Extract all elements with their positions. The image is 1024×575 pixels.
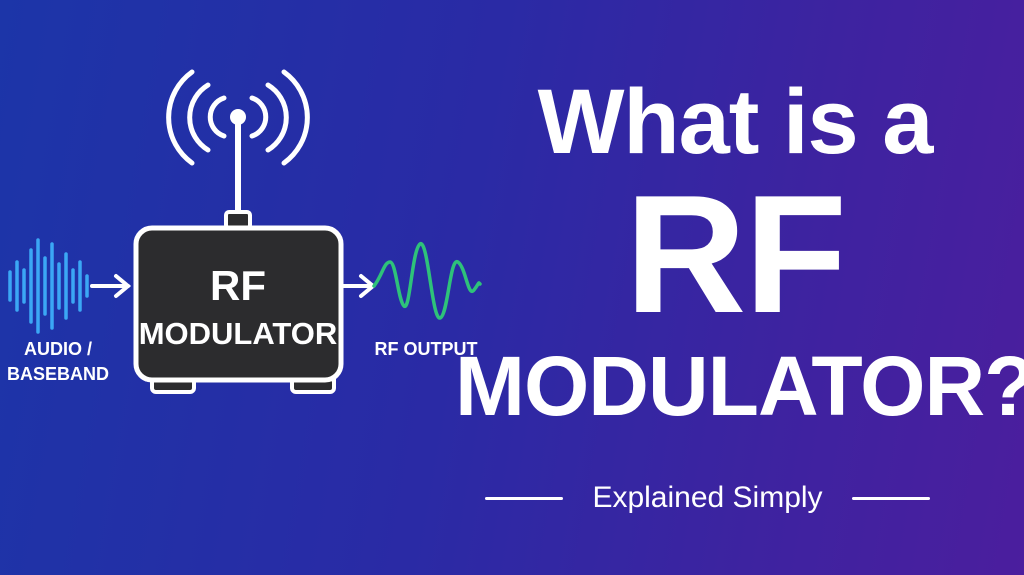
device-title: RF [210,262,266,309]
subtitle-row: Explained Simply [485,478,930,518]
modulator-device: RF MODULATOR [133,225,344,394]
input-arrow [90,274,132,298]
audio-waveform-icon [8,238,89,334]
antenna-icon [224,109,252,230]
input-label-line1: AUDIO / [24,339,92,359]
device-body [133,225,344,383]
signal-arc-inner-right [249,95,269,139]
output-arrow [341,274,377,298]
signal-arc-inner-left [207,95,227,139]
headline: What is a RF MODULATOR? [455,70,1024,436]
signal-arc-mid-right [265,82,289,153]
output-label: RF OUTPUT [375,339,478,359]
signal-waves-icon [166,69,310,166]
rf-sine-wave-icon [372,242,482,320]
signal-arc-outer-right [281,69,310,166]
subtitle-rule-right [852,496,930,500]
signal-arc-mid-left [187,82,211,153]
subtitle-rule-left [485,496,563,500]
signal-arc-outer-left [166,69,195,166]
device-subtitle: MODULATOR [139,316,338,351]
headline-line1: What is a [537,71,934,173]
input-label-line2: BASEBAND [7,364,109,384]
subtitle-text: Explained Simply [592,481,823,514]
headline-line2: RF [625,160,847,348]
headline-line3: MODULATOR? [455,339,1024,433]
